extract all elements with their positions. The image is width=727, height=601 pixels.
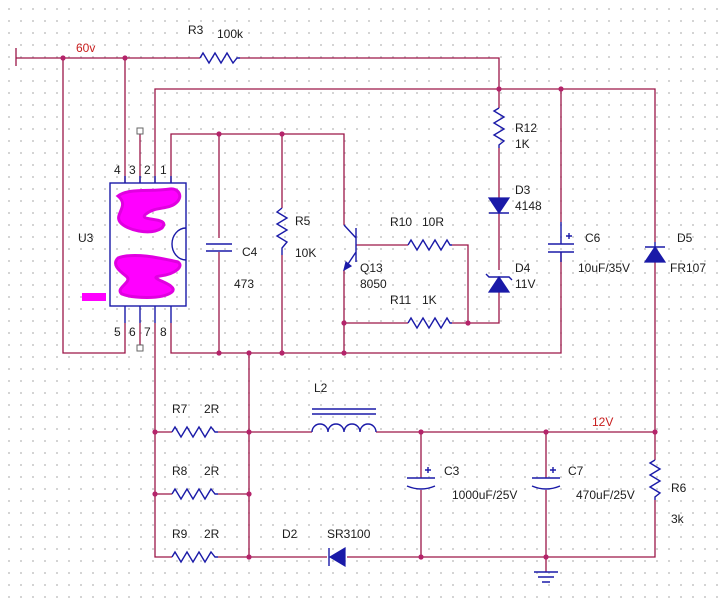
chip-pin-label-8: 8 bbox=[160, 325, 167, 339]
diode-d2-ref: D2 bbox=[282, 527, 298, 541]
transistor-q13-value: 8050 bbox=[360, 277, 387, 291]
diode-d4-value: 11V bbox=[515, 277, 535, 291]
capacitor-c7: C7 470uF/25V bbox=[531, 464, 635, 502]
resistor-r3-value: 100k bbox=[217, 27, 244, 41]
resistor-r8: R8 2R bbox=[171, 464, 220, 501]
wire-inductor bbox=[249, 262, 656, 460]
resistor-r5-ref: R5 bbox=[295, 214, 311, 228]
capacitor-c3: C3 1000uF/25V bbox=[406, 464, 517, 502]
resistor-r12-ref: R12 bbox=[515, 121, 537, 135]
wires bbox=[15, 48, 656, 572]
diode-d3: D3 4148 bbox=[487, 183, 542, 215]
diode-d4-ref: D4 bbox=[515, 261, 531, 275]
wire-60v-rail bbox=[15, 48, 500, 108]
resistor-r9-ref: R9 bbox=[172, 527, 188, 541]
capacitor-c4-ref: C4 bbox=[242, 245, 258, 259]
capacitor-c4-value: 473 bbox=[234, 277, 254, 291]
resistor-r8-value: 2R bbox=[204, 464, 220, 478]
capacitor-c6-value: 10uF/35V bbox=[578, 261, 630, 275]
chip-u3: U3 4 3 2 1 5 6 7 8 bbox=[78, 127, 187, 352]
diode-d3-ref: D3 bbox=[515, 183, 531, 197]
chip-pin-label-6: 6 bbox=[129, 325, 136, 339]
capacitor-c6-ref: C6 bbox=[585, 231, 601, 245]
resistor-r5: R5 10K bbox=[275, 207, 316, 260]
capacitor-c4: C4 473 bbox=[206, 243, 258, 291]
resistor-r10-value: 10R bbox=[422, 215, 444, 229]
chip-pin-label-2: 2 bbox=[144, 163, 151, 177]
capacitor-c7-ref: C7 bbox=[568, 464, 584, 478]
capacitor-c3-value: 1000uF/25V bbox=[452, 488, 517, 502]
ground-symbol bbox=[534, 571, 558, 583]
redaction-mark-side bbox=[82, 293, 106, 301]
diode-d2: D2 SR3100 bbox=[282, 527, 371, 568]
wire-upper-rail bbox=[154, 88, 656, 242]
diode-d5: D5 FR107 bbox=[643, 231, 706, 275]
wire-q13-emitter bbox=[343, 270, 408, 353]
resistor-r6-value: 3k bbox=[671, 512, 685, 526]
wire-bottom-rail bbox=[170, 252, 562, 354]
junctions bbox=[60, 55, 658, 560]
resistor-r6: R6 3k bbox=[648, 459, 687, 526]
resistor-r3-ref: R3 bbox=[188, 23, 204, 37]
resistor-r7-ref: R7 bbox=[172, 402, 188, 416]
wire-ground-rail bbox=[249, 500, 656, 558]
resistor-r8-ref: R8 bbox=[172, 464, 188, 478]
diode-d4: D4 11V bbox=[485, 261, 535, 293]
resistor-r7: R7 2R bbox=[171, 402, 220, 439]
inductor-l2: L2 bbox=[311, 381, 377, 433]
capacitor-c7-value: 470uF/25V bbox=[576, 488, 635, 502]
wire-r10-r11 bbox=[356, 244, 469, 324]
capacitor-c3-ref: C3 bbox=[444, 464, 460, 478]
resistor-r10: R10 10R bbox=[390, 215, 452, 252]
inductor-l2-ref: L2 bbox=[314, 381, 328, 395]
resistor-r9: R9 2R bbox=[171, 527, 220, 564]
diode-d5-ref: D5 bbox=[677, 231, 693, 245]
chip-u3-body bbox=[109, 182, 187, 307]
chip-pin-label-3: 3 bbox=[129, 163, 136, 177]
transistor-q13: Q13 8050 bbox=[343, 224, 387, 291]
resistor-r10-ref: R10 bbox=[390, 215, 412, 229]
chip-pin-label-7: 7 bbox=[144, 325, 151, 339]
capacitor-c6: C6 10uF/35V bbox=[548, 222, 630, 275]
chip-pin-label-1: 1 bbox=[160, 163, 167, 177]
diode-d3-value: 4148 bbox=[515, 199, 542, 213]
chip-u3-ref: U3 bbox=[78, 231, 94, 245]
resistor-r12: R12 1K bbox=[492, 107, 537, 151]
resistor-r7-value: 2R bbox=[204, 402, 220, 416]
redaction-scribble-top bbox=[115, 187, 182, 234]
resistor-r5-value: 10K bbox=[295, 246, 316, 260]
wire-60v-drops bbox=[62, 58, 126, 354]
transistor-q13-ref: Q13 bbox=[360, 261, 383, 275]
wire-pin1-net bbox=[170, 133, 345, 353]
chip-u3-pin-lines bbox=[124, 176, 172, 323]
chip-pin-label-5: 5 bbox=[114, 325, 121, 339]
wire-pin8-drop bbox=[154, 323, 172, 558]
net-label-60v: 60v bbox=[76, 41, 95, 55]
chip-pin-terminal-2 bbox=[136, 127, 144, 135]
chip-pin-label-4: 4 bbox=[114, 163, 121, 177]
resistor-r9-value: 2R bbox=[204, 527, 220, 541]
wire-caps bbox=[420, 432, 547, 572]
redaction-scribble-bottom bbox=[114, 254, 182, 299]
chip-pin-terminal-6 bbox=[136, 344, 144, 352]
resistor-r11-ref: R11 bbox=[390, 293, 411, 307]
resistor-r12-value: 1K bbox=[515, 137, 530, 151]
wire-d4-return bbox=[468, 288, 500, 324]
wire-resistor-bus bbox=[218, 353, 250, 558]
diode-d2-value: SR3100 bbox=[327, 527, 371, 541]
chip-u3-notch bbox=[171, 227, 187, 261]
resistor-r11-value: 1K bbox=[422, 293, 437, 307]
resistor-r11: R11 1K bbox=[390, 293, 452, 330]
net-label-12v: 12V bbox=[592, 415, 613, 429]
resistor-r3: R3 100k bbox=[188, 23, 244, 65]
diode-d5-value: FR107 bbox=[670, 261, 706, 275]
resistor-r6-ref: R6 bbox=[671, 481, 687, 495]
